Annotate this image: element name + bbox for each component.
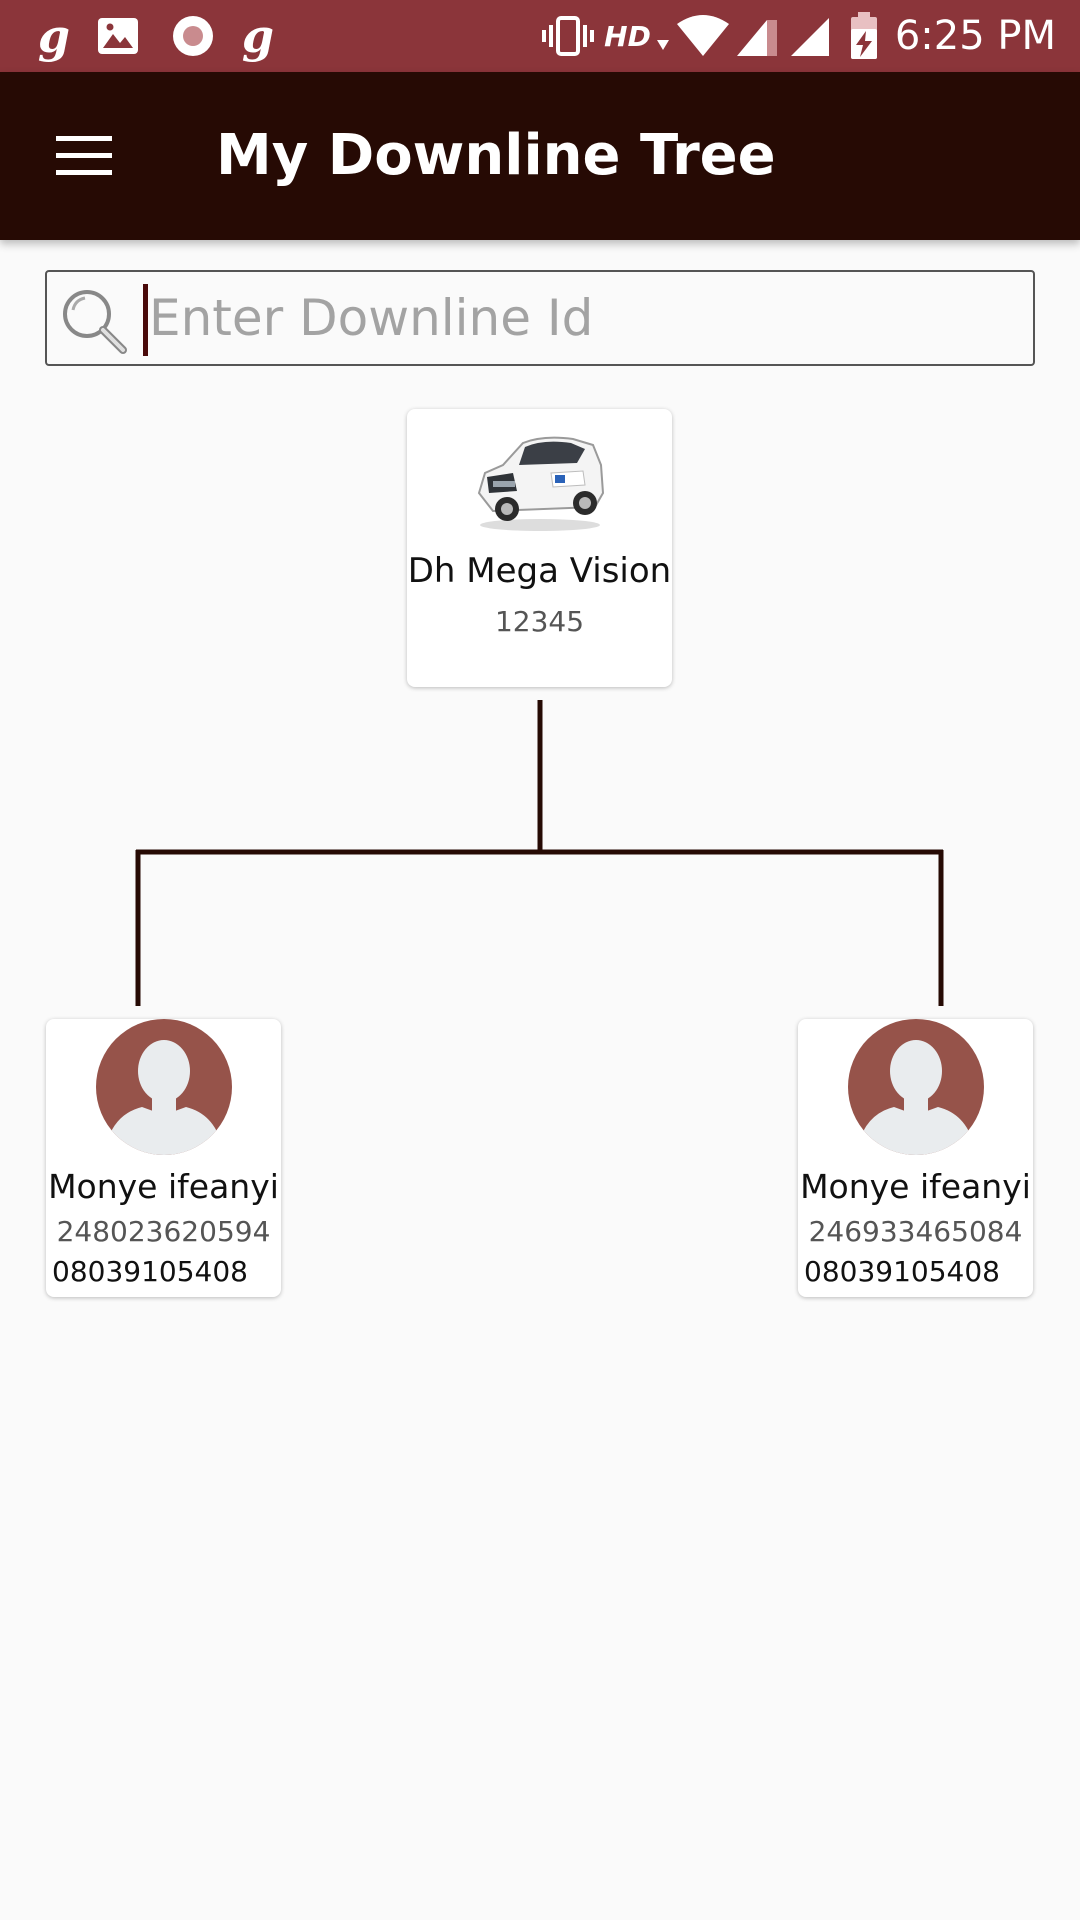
page-title: My Downline Tree bbox=[216, 123, 776, 188]
record-icon bbox=[173, 16, 213, 56]
child-node-card[interactable]: Monye ifeanyi 248023620594 08039105408 bbox=[46, 1019, 281, 1297]
child-node-name: Monye ifeanyi bbox=[800, 1167, 1031, 1206]
gallery-icon bbox=[98, 18, 138, 54]
signal-icon bbox=[736, 20, 777, 56]
avatar-icon bbox=[96, 1019, 232, 1155]
status-bar-right: HD 6:25 PM bbox=[540, 8, 1056, 64]
car-image bbox=[473, 421, 607, 533]
avatar-icon bbox=[848, 1019, 984, 1155]
status-bar-left: g g bbox=[34, 8, 278, 64]
root-node-id: 12345 bbox=[494, 605, 585, 638]
child-node-phone: 08039105408 bbox=[52, 1255, 248, 1288]
child-node-phone: 08039105408 bbox=[804, 1255, 1000, 1288]
search-icon bbox=[57, 284, 133, 360]
vibrate-icon bbox=[542, 16, 595, 56]
downline-id-input[interactable] bbox=[143, 278, 1009, 358]
child-node-id: 248023620594 bbox=[56, 1215, 271, 1248]
g-app-icon: g bbox=[241, 9, 275, 63]
root-node-card[interactable]: Dh Mega Vision 12345 bbox=[407, 409, 672, 687]
g-app-icon: g bbox=[37, 9, 71, 63]
signal-icon bbox=[790, 18, 829, 56]
app-bar: My Downline Tree bbox=[0, 72, 1080, 240]
child-node-card[interactable]: Monye ifeanyi 246933465084 08039105408 bbox=[798, 1019, 1033, 1297]
child-node-name: Monye ifeanyi bbox=[48, 1167, 279, 1206]
status-bar: g g HD bbox=[0, 0, 1080, 72]
battery-charging-icon bbox=[850, 12, 877, 59]
child-node-id: 246933465084 bbox=[808, 1215, 1023, 1248]
root-node-name: Dh Mega Vision bbox=[407, 551, 672, 591]
status-time: 6:25 PM bbox=[894, 13, 1056, 59]
data-arrow-icon bbox=[656, 40, 669, 50]
hamburger-menu-icon bbox=[56, 136, 112, 175]
wifi-icon bbox=[676, 15, 729, 56]
text-cursor bbox=[143, 284, 148, 356]
network-type-label: HD bbox=[604, 19, 651, 53]
search-box[interactable] bbox=[45, 270, 1035, 366]
menu-button[interactable] bbox=[40, 118, 128, 194]
